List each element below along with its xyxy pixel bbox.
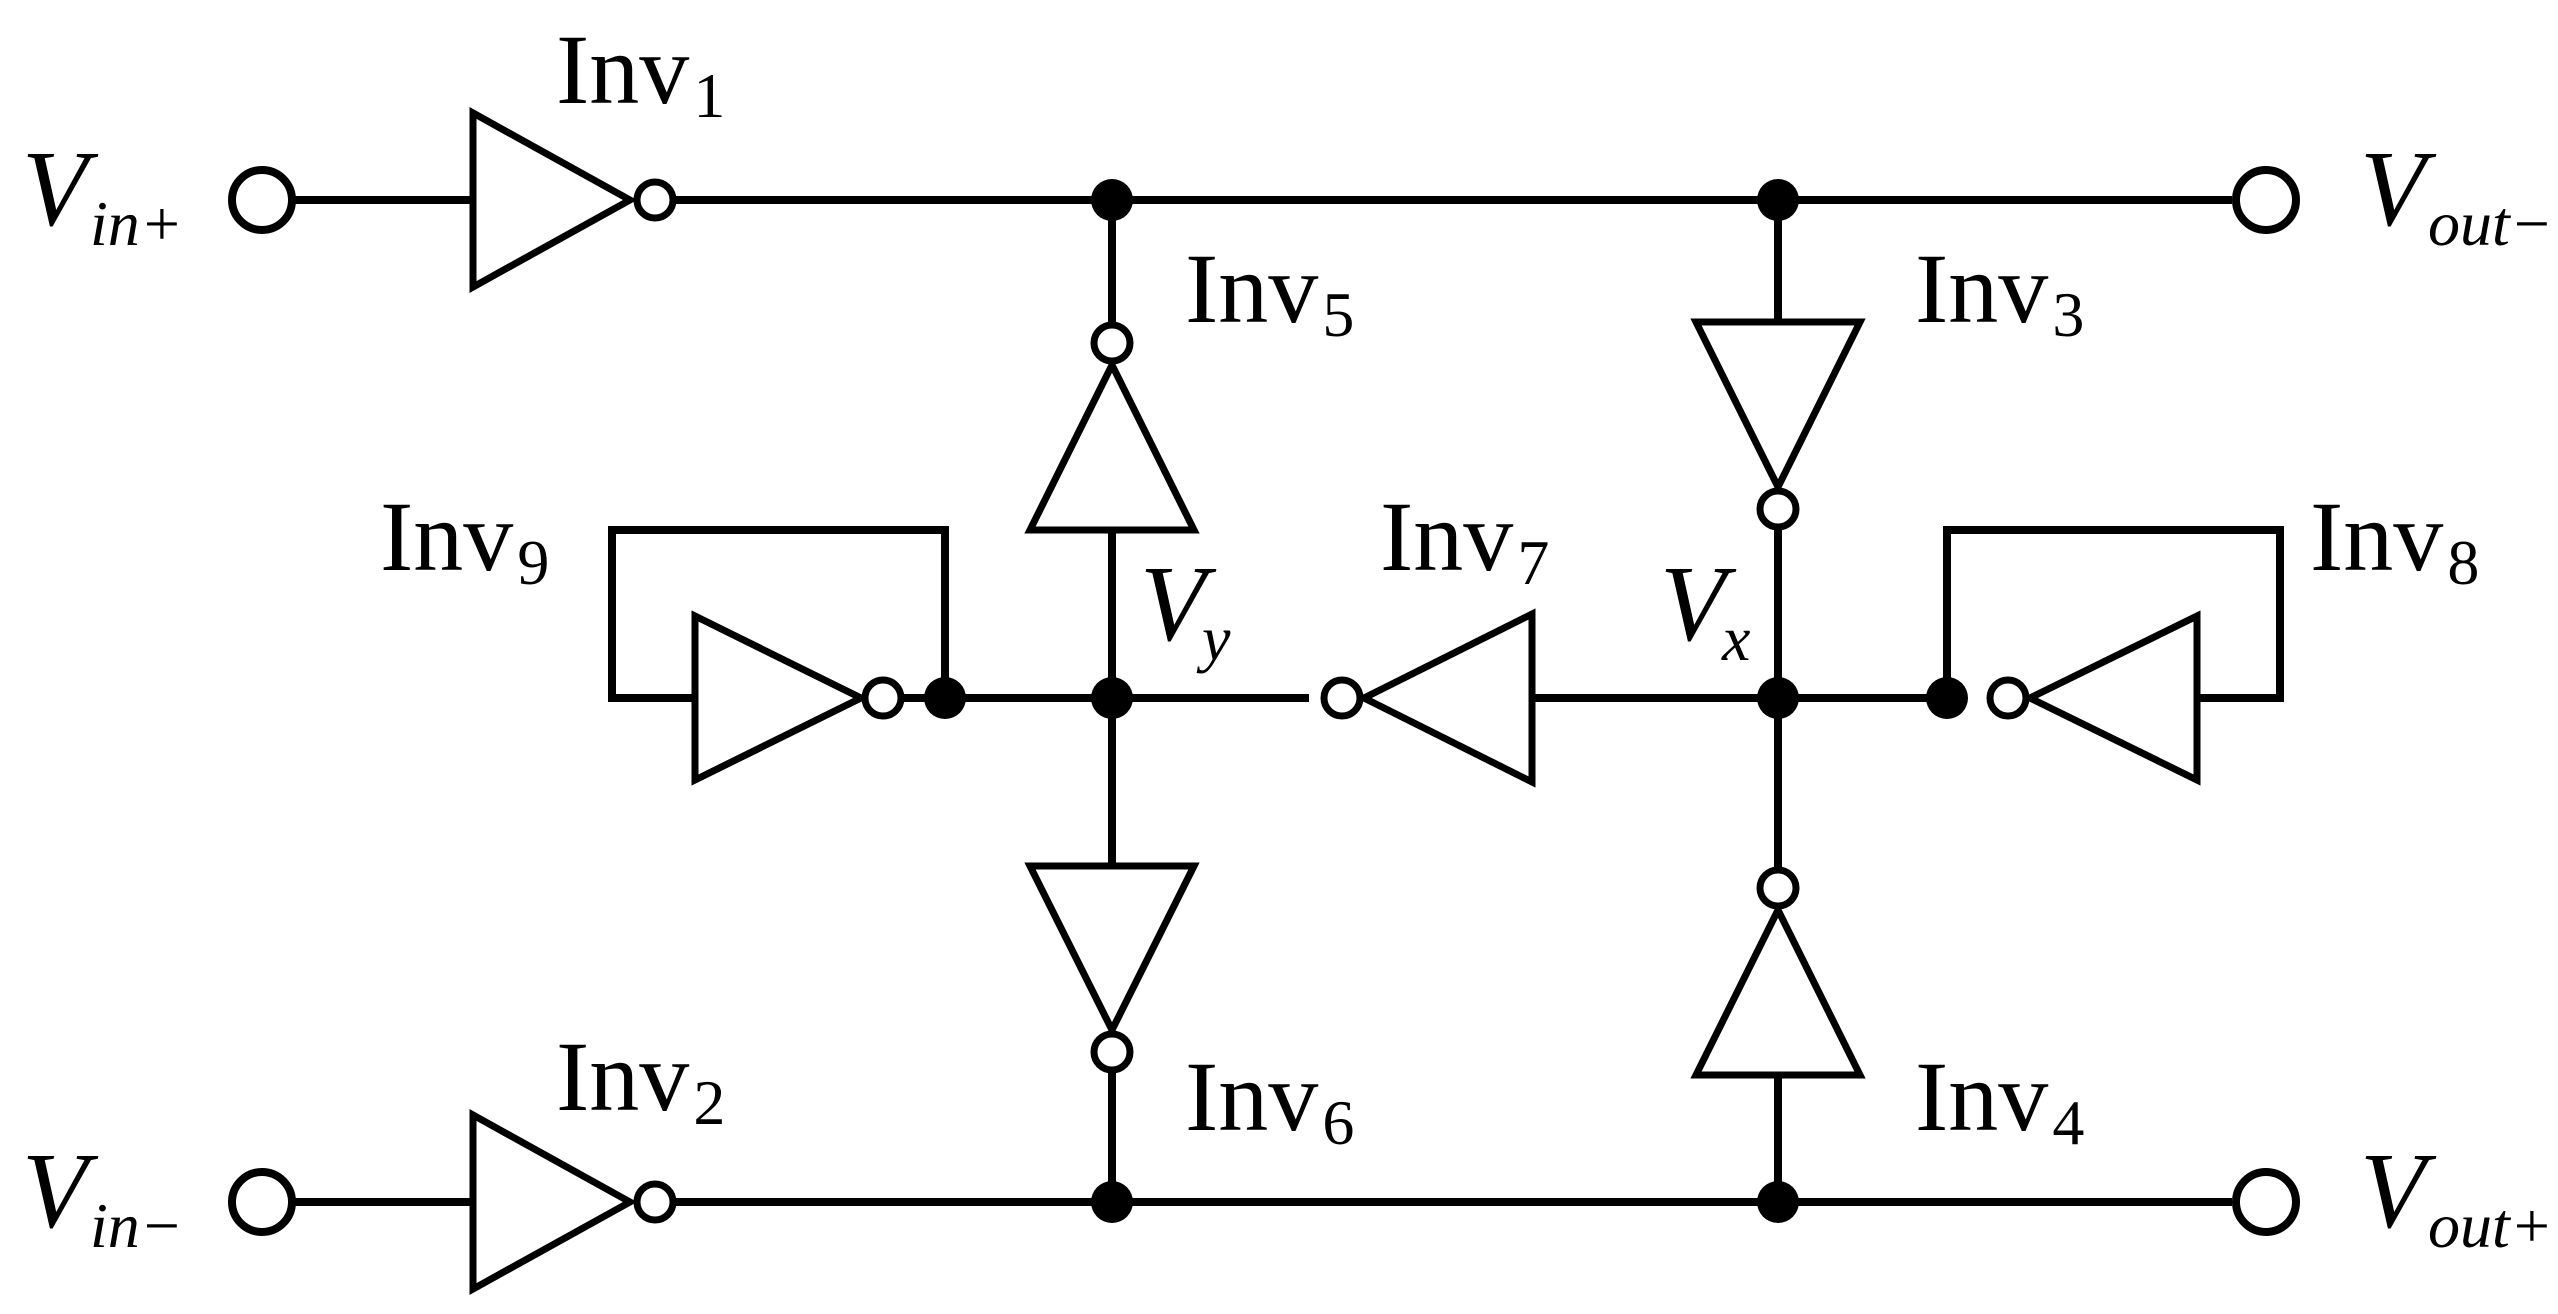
junction-bottom-right <box>1757 1181 1799 1223</box>
junction-vy-node <box>1091 677 1133 719</box>
labels: Inv1 Inv2 Inv3 Inv4 Inv5 Inv6 Inv7 Inv8 … <box>22 14 2553 1261</box>
wire-inv8-feedback-loop <box>1943 526 2284 702</box>
label-inv5: Inv5 <box>1185 233 1354 350</box>
inv1-gate-triangle <box>469 107 638 293</box>
inv8-gate-triangle <box>2022 610 2201 786</box>
label-inv2: Inv2 <box>556 1021 725 1138</box>
inv4-output-bubble <box>1756 866 1800 910</box>
junction-vx-node <box>1757 677 1799 719</box>
inv5-output-bubble <box>1090 321 1134 365</box>
inv1-output-bubble <box>633 178 677 222</box>
wires <box>288 196 2284 1206</box>
gates <box>469 107 2201 1295</box>
inv4-gate-triangle <box>1690 902 1866 1079</box>
inv6-gate-triangle <box>1024 862 1200 1038</box>
inv6-output-bubble <box>1090 1030 1134 1074</box>
terminal-vout-minus <box>2232 166 2300 234</box>
terminal-vin-plus <box>228 166 296 234</box>
label-inv8: Inv8 <box>2310 481 2479 598</box>
inv9-output-bubble <box>861 676 905 720</box>
junction-inv9-output <box>924 677 966 719</box>
terminals <box>228 166 2300 1236</box>
label-inv4: Inv4 <box>1915 1041 2084 1158</box>
junction-bottom-left <box>1091 1181 1133 1223</box>
label-vx: Vx <box>1660 545 1750 674</box>
wire-inv9-feedback-loop <box>608 526 949 702</box>
label-vout-plus: Vout+ <box>2360 1132 2553 1261</box>
inv2-output-bubble <box>633 1180 677 1224</box>
junction-top-right <box>1757 179 1799 221</box>
label-inv3: Inv3 <box>1915 233 2084 350</box>
inv9-gate-triangle <box>691 610 869 786</box>
inv7-output-bubble <box>1320 676 1364 720</box>
label-inv6: Inv6 <box>1185 1041 1354 1158</box>
label-inv7: Inv7 <box>1380 481 1549 598</box>
label-vout-minus: Vout− <box>2360 130 2553 259</box>
inv2-gate-triangle <box>469 1109 638 1295</box>
label-inv9: Inv9 <box>380 481 549 598</box>
inv7-gate-triangle <box>1356 608 1536 788</box>
label-vin-minus: Vin− <box>22 1132 183 1261</box>
label-vy: Vy <box>1140 545 1231 674</box>
inv5-gate-triangle <box>1024 357 1200 534</box>
junctions <box>924 179 1968 1223</box>
label-vin-plus: Vin+ <box>22 130 183 259</box>
terminal-vout-plus <box>2232 1168 2300 1236</box>
inv8-output-bubble <box>1986 676 2030 720</box>
junction-inv8-output <box>1926 677 1968 719</box>
inv3-output-bubble <box>1756 487 1800 531</box>
terminal-vin-minus <box>228 1168 296 1236</box>
junction-top-left <box>1091 179 1133 221</box>
label-inv1: Inv1 <box>556 14 725 131</box>
inv3-gate-triangle <box>1690 318 1866 495</box>
